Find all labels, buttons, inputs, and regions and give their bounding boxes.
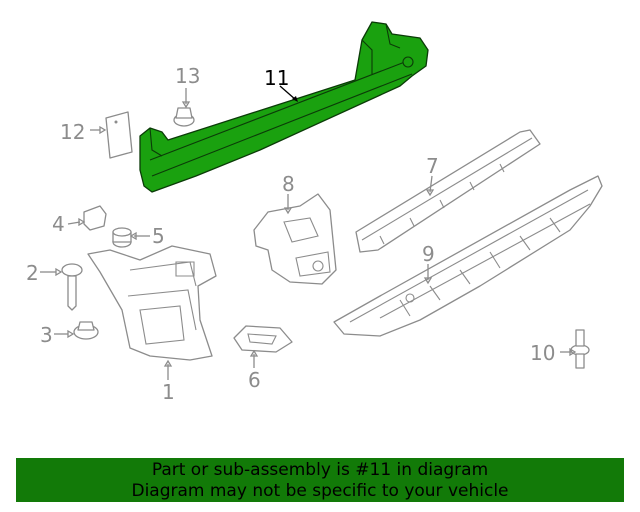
part-11-reinforcement-bar[interactable] — [139, 21, 429, 193]
part-8-bracket[interactable] — [253, 193, 337, 285]
part-4-clip[interactable] — [83, 205, 107, 231]
part-3-nut[interactable] — [73, 321, 99, 340]
info-banner: Part or sub-assembly is #11 in diagram D… — [16, 458, 624, 502]
callout-8: 8 — [282, 172, 295, 196]
banner-line-2: Diagram may not be specific to your vehi… — [131, 481, 509, 501]
callout-7: 7 — [426, 154, 439, 178]
callout-13: 13 — [175, 64, 200, 88]
callout-6: 6 — [248, 368, 261, 392]
callout-2: 2 — [26, 261, 39, 285]
part-12-plate[interactable] — [105, 111, 133, 159]
part-2-bolt[interactable] — [61, 263, 83, 311]
callout-11: 11 — [264, 66, 289, 90]
part-9-energy-absorber[interactable] — [333, 175, 603, 337]
part-1-bracket[interactable] — [87, 245, 217, 361]
callout-1: 1 — [162, 380, 175, 404]
banner-line-1: Part or sub-assembly is #11 in diagram — [151, 460, 489, 480]
callout-3: 3 — [40, 323, 53, 347]
leader-lines — [40, 85, 577, 380]
callout-5: 5 — [152, 224, 165, 248]
part-7-absorber-strip[interactable] — [355, 129, 541, 253]
part-10-push-pin[interactable] — [570, 329, 590, 369]
callout-4: 4 — [52, 212, 65, 236]
part-5-spacer[interactable] — [112, 227, 132, 248]
part-6-gasket[interactable] — [233, 325, 293, 353]
parts-diagram: 12 13 11 4 5 2 3 1 6 8 7 9 10 — [26, 21, 603, 404]
callout-10: 10 — [530, 341, 555, 365]
callout-12: 12 — [60, 120, 85, 144]
part-13-nut[interactable] — [173, 107, 195, 127]
callout-9: 9 — [422, 242, 435, 266]
